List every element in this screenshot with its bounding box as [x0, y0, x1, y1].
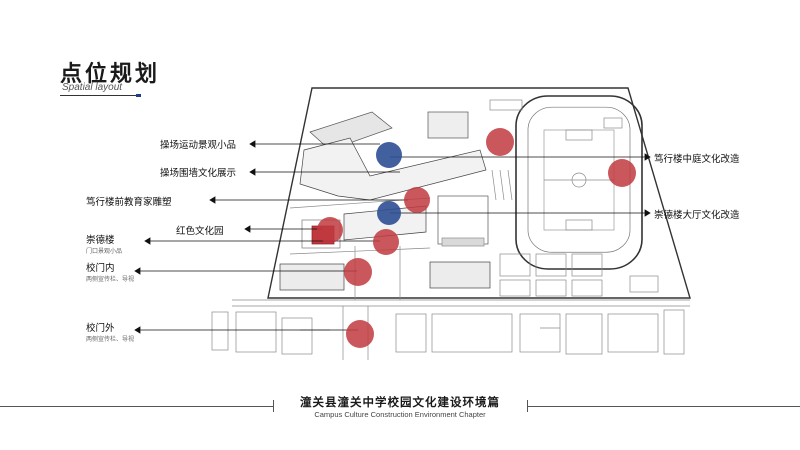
gymnasium-base: [441, 237, 485, 247]
marker-red-gate-outside: [346, 320, 374, 348]
marker-red-track: [608, 159, 636, 187]
marker-blue-hall: [377, 201, 401, 225]
equipment-area: [489, 99, 523, 111]
title-accent: [136, 94, 141, 97]
footer-tick-left: [273, 400, 274, 412]
basketball-court: [499, 279, 531, 297]
marker-blue-courtyard: [376, 142, 402, 168]
arrow-head: [244, 225, 251, 233]
label-chongde: 崇德楼: [86, 235, 115, 246]
block-outline: [519, 313, 561, 353]
label-playground-wall: 操场围墙文化展示: [160, 168, 237, 179]
arrow-head: [249, 140, 256, 148]
field-center-circle: [571, 172, 587, 188]
block-outline: [607, 313, 659, 353]
basketball-court: [499, 253, 531, 277]
basketball-court: [571, 253, 603, 277]
label-chongde-hall: 崇德楼大厅文化改造: [654, 210, 740, 221]
arrow-head: [249, 168, 256, 176]
marker-red-garden: [317, 217, 343, 243]
block-outline: [211, 311, 229, 351]
basketball-court: [535, 279, 567, 297]
parking-lines: [491, 169, 513, 201]
title-rule: [60, 95, 136, 96]
front-building-left: [279, 263, 345, 291]
block-outline: [281, 317, 313, 355]
footer-rule-left: [0, 406, 273, 407]
marker-red-sculpture: [404, 187, 430, 213]
block-outline: [431, 313, 513, 353]
arrow-head: [644, 153, 651, 161]
building-top-right: [427, 111, 469, 139]
arrow-head: [209, 196, 216, 204]
label-playground-landscape: 操场运动景观小品: [160, 140, 237, 151]
field-goal-box: [565, 129, 593, 141]
street-lines: [232, 299, 690, 307]
footer-rule-right: [527, 406, 800, 407]
label-duxing-sculpture: 笃行楼前教育家雕塑: [86, 197, 172, 208]
front-building-right: [429, 261, 491, 289]
block-outline: [663, 309, 685, 355]
marker-red-duxing-east: [486, 128, 514, 156]
arrow-head: [644, 209, 651, 217]
equipment-area: [603, 117, 623, 129]
label-gate-outside-sub: 两侧宣传栏、导视: [86, 336, 135, 343]
label-red-garden: 红色文化园: [176, 226, 224, 237]
running-track-inner: [527, 106, 631, 253]
page-title: 点位规划: [60, 61, 161, 87]
block-outline: [395, 313, 427, 353]
basketball-court: [571, 279, 603, 297]
label-chongde-sub: 门口景观小品: [86, 248, 123, 255]
marker-red-chongde: [373, 229, 399, 255]
label-gate-inside: 校门内: [86, 263, 115, 274]
page-subtitle: Spatial layout: [62, 82, 123, 93]
campus-boundary: [267, 87, 691, 299]
gymnasium: [437, 195, 489, 245]
equipment-area: [629, 275, 659, 293]
label-duxing-courtyard: 笃行楼中庭文化改造: [654, 154, 740, 165]
footer-tick-right: [527, 400, 528, 412]
basketball-court: [535, 253, 567, 277]
label-gate-outside: 校门外: [86, 323, 115, 334]
arrow-head: [134, 267, 141, 275]
duxing-building: [299, 137, 487, 201]
arrow-head: [134, 326, 141, 334]
footer-subtitle: Campus Culture Construction Environment …: [314, 410, 486, 419]
arrow-head: [144, 237, 151, 245]
label-gate-inside-sub: 两侧宣传栏、导视: [86, 276, 135, 283]
marker-red-gate-inside: [344, 258, 372, 286]
footer-title: 潼关县潼关中学校园文化建设环境篇: [300, 395, 500, 409]
running-track-outer: [515, 95, 643, 270]
block-outline: [235, 311, 277, 353]
field-goal-box: [565, 219, 593, 231]
block-outline: [565, 313, 603, 355]
